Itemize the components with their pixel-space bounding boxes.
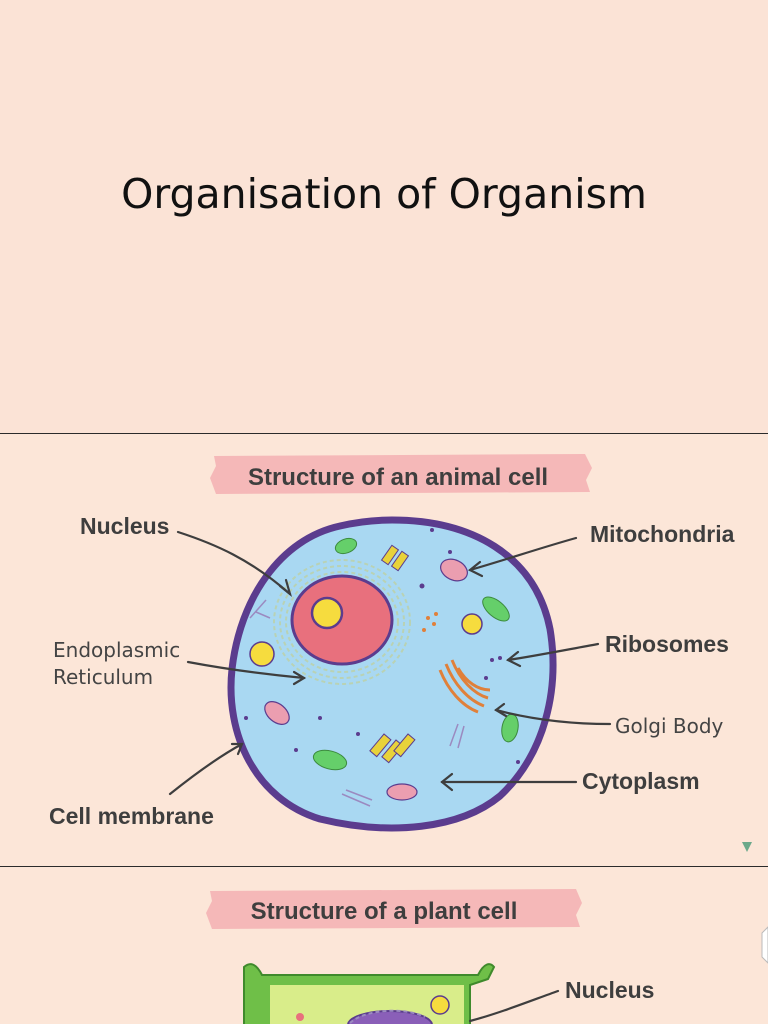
golgi-body [438, 659, 491, 714]
plant-cell-slide: Structure of a plant cell Nucleus [0, 867, 768, 1024]
label-golgi: Golgi Body [615, 714, 724, 738]
slide-divider [0, 433, 768, 434]
label-ribosomes: Ribosomes [605, 631, 729, 657]
label-er-line1: Endoplasmic [53, 638, 180, 662]
plant-label-arrow [468, 989, 560, 1023]
lysosomes [249, 613, 483, 667]
slide-divider [0, 866, 768, 867]
label-er-line2: Reticulum [53, 665, 153, 689]
nucleolus [310, 596, 344, 630]
label-arrows [168, 530, 612, 796]
cytoskeleton-strokes [249, 599, 465, 807]
heading-band [206, 889, 582, 929]
nucleus [290, 574, 394, 666]
slide-title: Organisation of Organism [121, 170, 647, 218]
ribosomes [244, 528, 520, 764]
endoplasmic-reticulum [273, 559, 411, 685]
plant-granule [296, 1013, 304, 1021]
heading-band [210, 454, 592, 494]
side-tab [761, 926, 768, 964]
vacuoles [312, 537, 519, 771]
label-cell-membrane: Cell membrane [49, 803, 214, 829]
label-nucleus: Nucleus [80, 513, 169, 539]
mitochondria [264, 558, 468, 801]
plant-lysosome [430, 995, 450, 1015]
orange-dots [422, 612, 438, 632]
plant-label-nucleus: Nucleus [565, 977, 654, 1003]
plant-er [349, 1009, 426, 1024]
animal-cell-heading: Structure of an animal cell [248, 464, 548, 491]
label-cytoplasm: Cytoplasm [582, 768, 700, 794]
animal-cell-diagram: Structure of an animal cell [49, 454, 752, 852]
animal-cell-slide: Structure of an animal cell [0, 434, 768, 866]
label-mitochondria: Mitochondria [590, 521, 735, 547]
centrioles [369, 544, 416, 764]
plant-cell-diagram: Structure of a plant cell Nucleus [206, 889, 768, 1024]
watermark-icon [742, 842, 752, 852]
title-slide: Organisation of Organism [0, 0, 768, 433]
plant-cell-heading: Structure of a plant cell [251, 898, 518, 925]
